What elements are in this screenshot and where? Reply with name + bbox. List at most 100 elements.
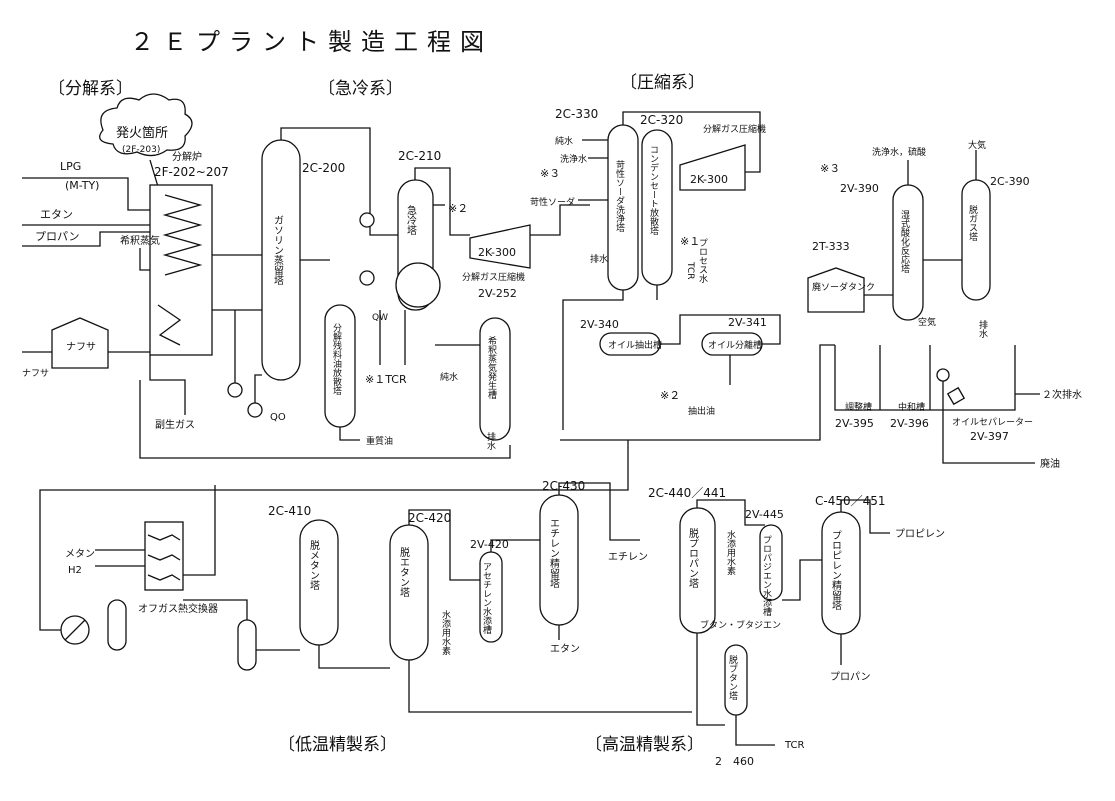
bubble-sub-text: (2F-203) — [122, 145, 160, 155]
air: 空気 — [918, 316, 936, 328]
c450-name: プロピレン精留塔 — [830, 530, 842, 611]
wash-water: 洗浄水 — [560, 153, 587, 165]
tank-2t-333: 2T-333 廃ソーダタンク — [807, 240, 875, 313]
v341-name: オイル分離槽 — [708, 339, 762, 351]
note-2-a: ※２ — [448, 202, 468, 215]
methane: メタン — [65, 548, 95, 560]
tcr-3: TCR — [784, 740, 805, 751]
naphtha-tank: ナフサ — [51, 317, 109, 369]
k300a-id: 2K-300 — [478, 246, 516, 259]
compressor-2k-300-a: 2K-300 分解ガス圧縮機 — [462, 224, 531, 283]
tower-2c-390: 2C-390 脱ガス塔 — [961, 175, 1030, 301]
propylene: プロピレン — [895, 528, 945, 540]
tcr-1-label: ※１TCR — [365, 373, 407, 386]
c420-name: 脱エタン塔 — [398, 546, 410, 598]
c440-name: 脱プロパン塔 — [687, 527, 699, 589]
section-kyurei: 〔急冷系〕 — [318, 79, 403, 99]
c200-name: ガソリン蒸留塔 — [272, 215, 284, 286]
c200-id: 2C-200 — [302, 161, 345, 175]
propane-out: プロパン — [830, 671, 871, 683]
v445-id: 2V-445 — [745, 508, 784, 521]
extract-oil: 抽出油 — [688, 405, 715, 417]
section-koon: 〔高温精製系〕 — [585, 735, 704, 755]
stream-propane: プロパン — [35, 230, 80, 243]
c390-id: 2C-390 — [990, 175, 1030, 188]
v341-id: 2V-341 — [728, 316, 767, 329]
c420-id: 2C-420 — [408, 511, 451, 525]
drain-2: 排水 — [590, 253, 608, 265]
k300b-id: 2K-300 — [690, 173, 728, 186]
offgas-heat-exchanger: オフガス熱交換器 — [138, 521, 218, 615]
section-asshuku: 〔圧縮系〕 — [620, 73, 705, 93]
tower-2c-410: 2C-410 脱メタン塔 — [268, 504, 339, 646]
naphtha-tank-label: ナフサ — [66, 341, 96, 353]
waste-oil: 廃油 — [1040, 457, 1060, 470]
t333-name: 廃ソーダタンク — [812, 281, 875, 293]
c460-name: 脱ブタン塔 — [727, 654, 738, 701]
v445-name: プロパジエン水添槽 — [761, 535, 772, 617]
butane-butadiene: ブタン・ブタジエン — [700, 619, 781, 631]
v397-name: オイルセパレーター — [952, 417, 1033, 428]
t333-id: 2T-333 — [812, 240, 850, 253]
offgas-hx-label: オフガス熱交換器 — [138, 602, 218, 615]
cracking-furnace: 分解炉 2F-202~207 — [149, 150, 229, 356]
caustic: 苛性ソーダ — [530, 196, 575, 208]
note-3-a: ※３ — [540, 167, 560, 180]
c430-id: 2C-430 — [542, 479, 585, 493]
stream-byproduct-gas: 副生ガス — [155, 418, 195, 431]
compressor-2k-300-b: 2K-300 分解ガス圧縮機 — [679, 123, 766, 191]
vessel-2v-445: 2V-445 プロパジエン水添槽 — [745, 508, 784, 617]
tower-c-450-451: C-450／451 プロピレン精留塔 — [815, 494, 886, 635]
c450-id: C-450／451 — [815, 494, 886, 508]
stream-mty: (M-TY) — [65, 179, 99, 192]
stream-naphtha-in: ナフサ — [22, 368, 49, 379]
h2-hydro-1: 水添用水素 — [440, 609, 451, 655]
h2: H2 — [68, 565, 82, 576]
tower-2c-440-441: 2C-440／441 脱プロパン塔 — [648, 486, 726, 634]
v396-name: 中和槽 — [898, 401, 925, 413]
stream-lpg: LPG — [60, 160, 81, 173]
c430-name: エチレン精留塔 — [548, 518, 560, 589]
c210-id: 2C-210 — [398, 149, 441, 163]
v397-id: 2V-397 — [970, 430, 1009, 443]
v252-id: 2V-252 — [478, 287, 517, 300]
tower-2c-320: 2C-320 コンデンセート放散塔 — [640, 113, 683, 286]
note-3-b: ※３ — [820, 162, 840, 175]
v390-name: 湿式酸化反応塔 — [899, 210, 910, 274]
furnace-tag: 分解炉 — [172, 150, 202, 163]
tower-2c-200: 2C-200 ガソリン蒸留塔 — [261, 139, 345, 381]
stream-dilution-steam: 希釈蒸気 — [120, 234, 160, 247]
c410-name: 脱メタン塔 — [308, 539, 320, 591]
c390-name: 脱ガス塔 — [967, 204, 978, 242]
drain-3: 排水 — [977, 319, 988, 338]
pure-water-2: 純水 — [555, 135, 573, 147]
tower-2c-430: 2C-430 エチレン精留塔 — [539, 479, 585, 626]
h2-hydro-2: 水添用水素 — [725, 529, 736, 575]
bubble-main-text: 発火箇所 — [116, 125, 168, 141]
v420-id: 2V-420 — [470, 538, 509, 551]
tower-2v-390: 2V-390 湿式酸化反応塔 — [840, 182, 924, 321]
stream-heavy-oil: 重質油 — [366, 435, 393, 447]
v395-id: 2V-395 — [835, 417, 874, 430]
c410-id: 2C-410 — [268, 504, 311, 518]
note-2-b: ※２ — [660, 389, 680, 402]
v340-id: 2V-340 — [580, 318, 619, 331]
vessel-2v-341: 2V-341 オイル分離槽 — [701, 316, 767, 356]
tank-2v-395-396-397 — [834, 345, 1016, 411]
vessel-2v-420: 2V-420 アセチレン水添槽 — [470, 538, 509, 643]
v252-name: 希釈蒸気発生槽 — [486, 335, 497, 400]
tcr-2: TCR — [685, 261, 695, 280]
k300a-name: 分解ガス圧縮機 — [462, 271, 525, 283]
c330-name: 苛性ソーダ洗浄塔 — [614, 159, 625, 233]
pure-water-1: 純水 — [440, 371, 458, 383]
vessel-2v-252: 2V-252 希釈蒸気発生槽 — [478, 287, 517, 441]
c210-name: 急冷塔 — [405, 204, 417, 236]
v420-name: アセチレン水添槽 — [481, 562, 492, 635]
ethylene: エチレン — [608, 551, 648, 563]
section-bunkai: 〔分解系〕 — [48, 79, 133, 99]
drain-1: 排水 — [485, 431, 496, 450]
diagram-title: ２Ｅプラント製造工程図 — [130, 28, 493, 56]
oil-tower-name: 分解残料油放散塔 — [331, 323, 342, 396]
c440-id: 2C-440／441 — [648, 486, 726, 500]
